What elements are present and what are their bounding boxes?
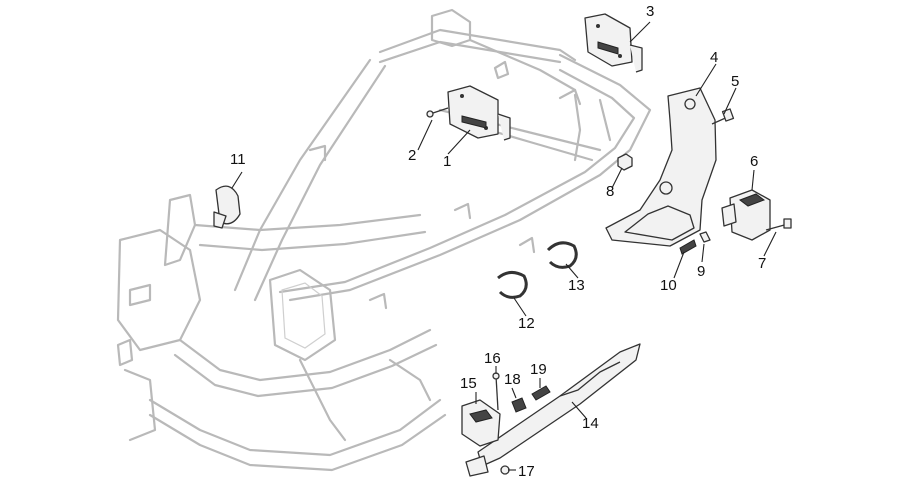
callout-2: 2 xyxy=(408,147,416,164)
callout-9: 9 xyxy=(697,263,705,280)
callout-10: 10 xyxy=(660,277,677,294)
callout-15: 15 xyxy=(460,375,477,392)
callout-11: 11 xyxy=(230,151,246,168)
callout-8: 8 xyxy=(606,183,614,200)
callout-labels: 1 2 3 4 5 6 7 8 9 10 11 12 13 14 15 16 1… xyxy=(230,3,766,480)
spring-18 xyxy=(511,397,527,413)
clamp-11 xyxy=(213,185,241,229)
stand-bracket-14 xyxy=(465,343,641,477)
hinge-plate-center xyxy=(447,85,511,141)
screw-16 xyxy=(492,372,500,411)
switch-15 xyxy=(461,399,501,447)
spring-10 xyxy=(679,239,697,255)
ring-clamp-12 xyxy=(497,271,528,299)
leader-lines xyxy=(231,21,777,471)
washer-17 xyxy=(500,465,510,475)
hinge-plate-upper xyxy=(584,13,643,73)
nut-8 xyxy=(617,153,633,171)
spring-19 xyxy=(531,385,551,401)
callout-7: 7 xyxy=(758,255,766,272)
ring-clamp-13 xyxy=(546,241,578,269)
actuator-6 xyxy=(721,189,771,241)
callout-6: 6 xyxy=(750,153,758,170)
callout-3: 3 xyxy=(646,3,654,20)
callout-5: 5 xyxy=(731,73,739,90)
callout-12: 12 xyxy=(518,315,535,332)
screw-2 xyxy=(426,107,449,118)
callout-18: 18 xyxy=(504,371,521,388)
bolt-7 xyxy=(765,218,792,231)
callout-13: 13 xyxy=(568,277,585,294)
callout-14: 14 xyxy=(582,415,599,432)
callout-19: 19 xyxy=(530,361,547,378)
scooter-frame xyxy=(116,8,652,472)
spring-9 xyxy=(699,231,711,243)
callout-4: 4 xyxy=(710,49,718,66)
mounting-bracket xyxy=(605,87,717,247)
callout-16: 16 xyxy=(484,350,501,367)
callout-17: 17 xyxy=(518,463,535,480)
callout-1: 1 xyxy=(443,153,451,170)
